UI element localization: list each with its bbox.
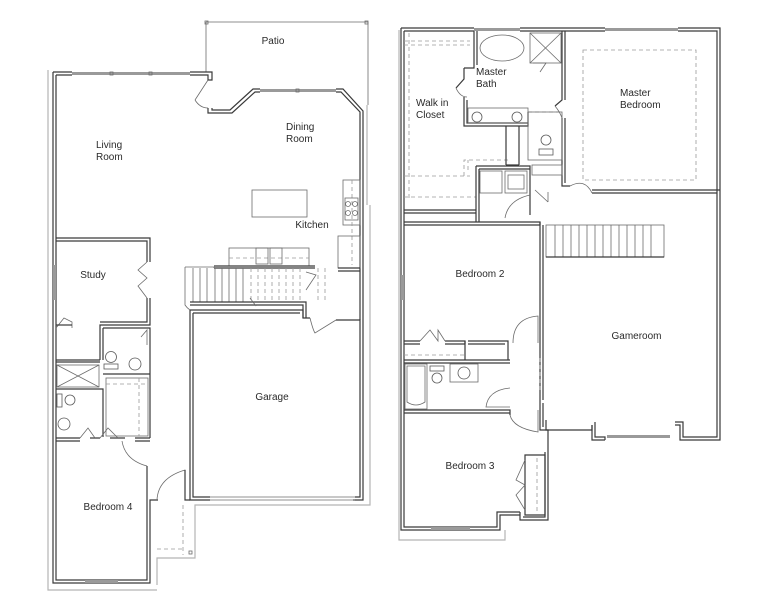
room-label-garage: Garage [255,392,289,403]
second-floor-plan [398,27,721,541]
first-floor-plan [47,20,371,591]
room-label-bedroom-4: Bedroom 4 [83,502,133,513]
room-label-gameroom: Gameroom [611,331,662,342]
room-label-patio: Patio [261,36,285,47]
room-label-walk-in-closet: Walk in Closet [416,98,449,121]
room-label-dining-room: Dining Room [286,122,315,145]
room-label-kitchen: Kitchen [295,220,329,231]
room-label-master-bath: Master Bath [476,67,507,90]
room-label-bedroom-3: Bedroom 3 [445,461,495,472]
room-label-study: Study [80,270,106,281]
room-label-bedroom-2: Bedroom 2 [455,269,505,280]
room-label-living-room: Living Room [96,140,123,163]
room-label-master-bedroom: Master Bedroom [620,88,661,111]
